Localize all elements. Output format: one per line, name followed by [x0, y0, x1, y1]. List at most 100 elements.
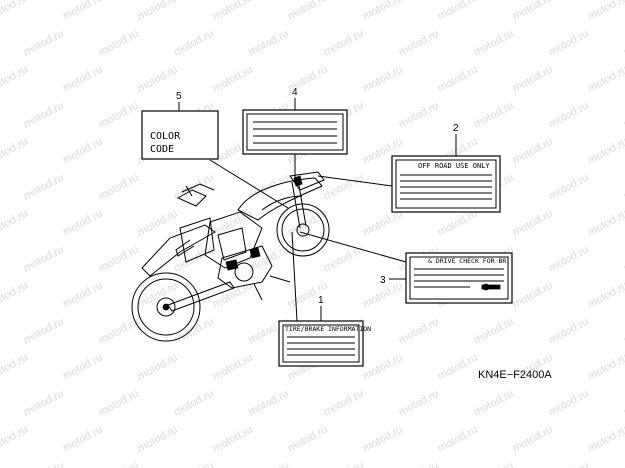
watermark-text: motod.ru	[61, 64, 105, 95]
watermark-text: motod.ru	[547, 28, 591, 59]
watermark-text: motod.ru	[511, 208, 555, 239]
watermark-text: motod.ru	[0, 424, 30, 455]
watermark-text: motod.ru	[22, 244, 66, 275]
watermark-text: motod.ru	[397, 388, 441, 419]
leader-1	[291, 231, 298, 322]
watermark-text: motod.ru	[136, 280, 180, 311]
watermark-text: motod.ru	[172, 28, 216, 59]
watermark-text: motod.ru	[511, 136, 555, 167]
callout-2: 2	[453, 123, 459, 134]
watermark-text: motod.ru	[136, 0, 180, 23]
watermark-text: motod.ru	[322, 460, 366, 468]
watermark-text: motod.ru	[586, 280, 625, 311]
watermark-text: motod.ru	[547, 316, 591, 347]
watermark-text: motod.ru	[547, 388, 591, 419]
label-2-off-road: OFF ROAD USE ONLY	[391, 155, 501, 213]
watermark-text: motod.ru	[322, 172, 366, 203]
callout-1: 1	[318, 295, 324, 306]
watermark-text: motod.ru	[247, 460, 291, 468]
watermark-text: motod.ru	[136, 64, 180, 95]
watermark-text: motod.ru	[61, 208, 105, 239]
watermark-text: motod.ru	[22, 100, 66, 131]
watermark-text: motod.ru	[472, 28, 516, 59]
watermark-text: motod.ru	[397, 460, 441, 468]
watermark-text: motod.ru	[61, 424, 105, 455]
watermark-text: motod.ru	[361, 0, 405, 23]
watermark-text: motod.ru	[472, 316, 516, 347]
watermark-text: motod.ru	[211, 424, 255, 455]
callout-4: 4	[292, 87, 298, 98]
watermark-text: motod.ru	[0, 280, 30, 311]
watermark-text: motod.ru	[586, 0, 625, 23]
watermark-text: motod.ru	[586, 352, 625, 383]
watermark-text: motod.ru	[211, 0, 255, 23]
watermark-text: motod.ru	[136, 424, 180, 455]
watermark-text: motod.ru	[22, 28, 66, 59]
watermark-text: motod.ru	[361, 352, 405, 383]
watermark-text: motod.ru	[397, 28, 441, 59]
watermark-text: motod.ru	[586, 64, 625, 95]
watermark-text: motod.ru	[586, 424, 625, 455]
watermark-text: motod.ru	[136, 352, 180, 383]
leader-5	[209, 159, 289, 209]
code-label-text: CODE	[150, 144, 174, 155]
watermark-text: motod.ru	[547, 100, 591, 131]
watermark-text: motod.ru	[0, 0, 30, 23]
watermark-text: motod.ru	[211, 352, 255, 383]
watermark-text: motod.ru	[322, 28, 366, 59]
watermark-text: motod.ru	[136, 208, 180, 239]
watermark-text: motod.ru	[397, 100, 441, 131]
color-label-text: COLOR	[150, 131, 181, 142]
watermark-text: motod.ru	[436, 352, 480, 383]
watermark-text: motod.ru	[0, 208, 30, 239]
watermark-text: motod.ru	[586, 136, 625, 167]
leader-3	[299, 231, 407, 263]
watermark-text: motod.ru	[0, 136, 30, 167]
watermark-text: motod.ru	[247, 28, 291, 59]
watermark-text: motod.ru	[286, 0, 330, 23]
watermark-text: motod.ru	[511, 424, 555, 455]
watermark-text: motod.ru	[511, 64, 555, 95]
callout-5: 5	[176, 91, 182, 102]
watermark-text: motod.ru	[472, 100, 516, 131]
watermark-text: motod.ru	[547, 460, 591, 468]
watermark-text: motod.ru	[0, 352, 30, 383]
watermark-text: motod.ru	[22, 460, 66, 468]
watermark-text: motod.ru	[511, 0, 555, 23]
watermark-text: motod.ru	[97, 388, 141, 419]
watermark-text: motod.ru	[211, 208, 255, 239]
callout-3: 3	[380, 275, 386, 286]
watermark-text: motod.ru	[211, 64, 255, 95]
motorcycle-illustration	[131, 171, 330, 342]
off-road-text: OFF ROAD USE ONLY	[418, 162, 490, 170]
label-4	[242, 109, 348, 155]
watermark-text: motod.ru	[397, 316, 441, 347]
watermark-text: motod.ru	[172, 388, 216, 419]
watermark-text: motod.ru	[97, 172, 141, 203]
watermark-text: motod.ru	[247, 388, 291, 419]
label-3-drive-chain: & DRIVE CHECK FOR BR	[405, 252, 513, 304]
watermark-text: motod.ru	[172, 316, 216, 347]
watermark-text: motod.ru	[322, 388, 366, 419]
label-5-color-code: COLOR CODE	[141, 110, 219, 160]
watermark-text: motod.ru	[61, 0, 105, 23]
diagram-code: KN4E−F2400A	[478, 369, 552, 381]
watermark-text: motod.ru	[472, 388, 516, 419]
watermark-text: motod.ru	[361, 424, 405, 455]
watermark-text: motod.ru	[97, 100, 141, 131]
watermark-text: motod.ru	[97, 316, 141, 347]
watermark-text: motod.ru	[97, 28, 141, 59]
watermark-text: motod.ru	[22, 388, 66, 419]
watermark-text: motod.ru	[61, 352, 105, 383]
watermark-text: motod.ru	[61, 280, 105, 311]
tire-label-text: TIRE/BRAKE INFORMATION	[285, 325, 371, 333]
watermark-text: motod.ru	[286, 424, 330, 455]
label-1-tire-info: TIRE/BRAKE INFORMATION	[278, 320, 371, 367]
watermark-text: motod.ru	[361, 64, 405, 95]
watermark-text: motod.ru	[97, 460, 141, 468]
watermark-text: motod.ru	[547, 172, 591, 203]
watermark-text: motod.ru	[547, 244, 591, 275]
watermark-text: motod.ru	[22, 172, 66, 203]
watermark-text: motod.ru	[22, 316, 66, 347]
